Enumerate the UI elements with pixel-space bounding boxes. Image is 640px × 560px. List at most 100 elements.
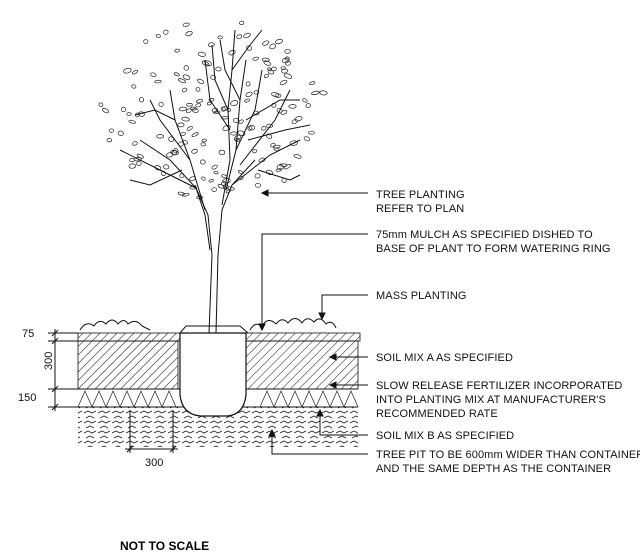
leaf bbox=[289, 140, 298, 146]
leaf bbox=[244, 98, 251, 103]
fertilizer-mark bbox=[301, 390, 317, 408]
callout-line: 75mm MULCH AS SPECIFIED DISHED TO bbox=[376, 229, 593, 241]
leaf bbox=[284, 60, 291, 66]
leaf bbox=[217, 183, 225, 189]
callout-line: TREE PIT TO BE 600mm WIDER THAN CONTAINE… bbox=[376, 449, 640, 461]
leaf bbox=[274, 93, 282, 98]
leaf bbox=[182, 74, 191, 80]
mulch-layer bbox=[77, 332, 181, 342]
dim-width: 300 bbox=[145, 457, 163, 469]
leaf bbox=[177, 122, 185, 128]
leaf bbox=[200, 142, 206, 147]
leaf bbox=[117, 130, 124, 136]
leaf bbox=[275, 38, 283, 45]
leaf bbox=[281, 57, 290, 64]
leaf bbox=[197, 51, 206, 57]
leaf bbox=[309, 81, 316, 86]
fertilizer-mark bbox=[147, 390, 163, 408]
callout-mass-planting: MASS PLANTING bbox=[376, 290, 466, 302]
tree-trunk bbox=[119, 29, 311, 334]
fertilizer-mark bbox=[91, 390, 107, 408]
soil-mix-a bbox=[77, 340, 179, 390]
leaf bbox=[275, 168, 282, 172]
callout-line: BASE OF PLANT TO FORM WATERING RING bbox=[376, 243, 611, 255]
leaf bbox=[183, 65, 189, 71]
leaf bbox=[261, 57, 270, 62]
leaf bbox=[254, 173, 261, 179]
leaf bbox=[230, 131, 238, 136]
leaf bbox=[201, 176, 206, 181]
leaf bbox=[166, 152, 174, 158]
fertilizer-mark bbox=[273, 390, 289, 408]
fertilizer-mark bbox=[343, 390, 359, 408]
leaf bbox=[303, 136, 311, 142]
leaf bbox=[247, 125, 253, 131]
fertilizer-mark bbox=[119, 390, 135, 408]
leaf bbox=[291, 118, 298, 125]
fertilizer-mark bbox=[259, 390, 275, 408]
ground-section bbox=[77, 318, 361, 447]
fertilizer-layer bbox=[77, 390, 359, 408]
leaf bbox=[261, 126, 267, 131]
leaf bbox=[271, 92, 280, 97]
leaf bbox=[230, 100, 239, 107]
callout-tree-pit: TREE PIT TO BE 600mm WIDER THAN CONTAINE… bbox=[376, 449, 640, 475]
leaf bbox=[126, 112, 132, 116]
leaf bbox=[128, 163, 137, 169]
fertilizer-mark bbox=[77, 390, 93, 408]
fertilizer-mark bbox=[161, 390, 177, 408]
leaf bbox=[201, 60, 210, 67]
leaf bbox=[270, 142, 276, 148]
leaf bbox=[263, 73, 270, 79]
leader-lines bbox=[258, 189, 368, 455]
leaf bbox=[178, 78, 186, 84]
leaf bbox=[222, 124, 231, 132]
leaf bbox=[245, 91, 253, 98]
leaf bbox=[197, 78, 205, 85]
leaf bbox=[154, 165, 162, 171]
leaf bbox=[181, 87, 188, 93]
leaf bbox=[186, 103, 193, 107]
leaf bbox=[283, 164, 292, 170]
fertilizer-mark bbox=[105, 390, 121, 408]
callout-soil-mix-a: SOIL MIX A AS SPECIFIED bbox=[376, 352, 513, 364]
leaf bbox=[155, 34, 161, 38]
callout-tree-planting: TREE PLANTING REFER TO PLAN bbox=[376, 189, 465, 215]
leaf bbox=[311, 90, 320, 95]
leaf bbox=[262, 40, 270, 46]
leaf bbox=[131, 84, 137, 89]
callout-soil-mix-b: SOIL MIX B AS SPECIFIED bbox=[376, 430, 514, 442]
leaf bbox=[177, 191, 185, 196]
leaf bbox=[123, 67, 132, 74]
leaf bbox=[185, 108, 192, 114]
leaf bbox=[182, 22, 190, 27]
leaf bbox=[158, 101, 164, 107]
leaf bbox=[132, 141, 138, 146]
leaf bbox=[211, 107, 219, 113]
leaf bbox=[302, 98, 308, 103]
leaf bbox=[221, 105, 228, 111]
leaf bbox=[281, 177, 287, 183]
mulch-layer bbox=[243, 332, 361, 342]
leaf bbox=[170, 149, 179, 156]
leaf bbox=[136, 153, 144, 159]
leaf bbox=[98, 102, 104, 107]
leaf bbox=[280, 109, 288, 115]
leaf bbox=[266, 169, 274, 175]
callout-line: TREE PLANTING bbox=[376, 189, 465, 201]
leaf bbox=[108, 128, 114, 133]
leaf bbox=[211, 164, 218, 170]
fertilizer-mark bbox=[315, 390, 331, 408]
leaf bbox=[267, 67, 272, 72]
leaf bbox=[191, 108, 199, 113]
leaf bbox=[120, 106, 127, 113]
leaf bbox=[181, 116, 190, 122]
leaf bbox=[272, 144, 281, 149]
leaf bbox=[252, 56, 259, 61]
leaf bbox=[279, 79, 288, 85]
leaf bbox=[263, 60, 271, 66]
leaf bbox=[255, 182, 261, 188]
callout-mulch: 75mm MULCH AS SPECIFIED DISHED TO BASE O… bbox=[376, 229, 611, 255]
leaf bbox=[191, 132, 199, 137]
